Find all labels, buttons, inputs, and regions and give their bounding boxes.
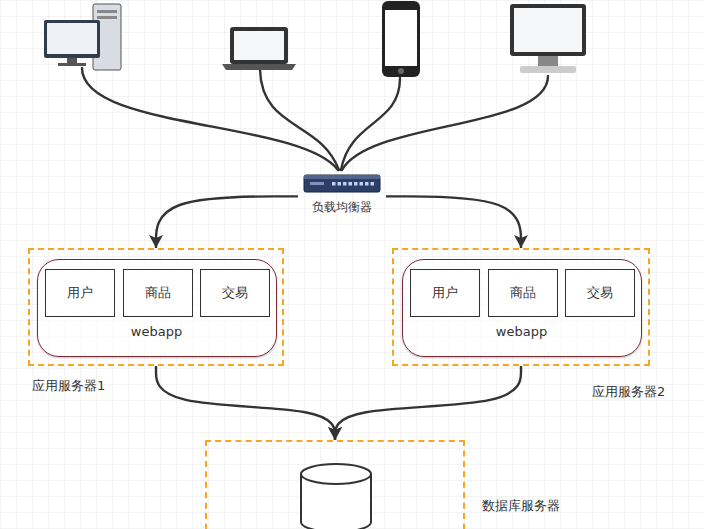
- monitor: [510, 4, 586, 73]
- webapp-box: webapp 用户 商品 交易: [37, 259, 277, 357]
- module-label: 用户: [67, 285, 93, 301]
- webapp-box: webapp 用户 商品 交易: [402, 259, 642, 357]
- module-label: 用户: [432, 285, 458, 301]
- server-group: 应用服务器1webapp用户商品交易: [28, 248, 284, 366]
- module-label: 商品: [510, 285, 536, 301]
- database-server: 数据库服务器: [205, 440, 465, 529]
- connector-arrow: [156, 196, 298, 248]
- load-balancer: 负载均衡器: [298, 170, 386, 218]
- module-label: 交易: [222, 285, 248, 301]
- smartphone: [382, 1, 420, 77]
- module-box: 交易: [565, 269, 635, 317]
- desktop-pc: [44, 4, 121, 70]
- connector-arrow: [335, 366, 521, 440]
- module-label: 商品: [145, 285, 171, 301]
- module-box: 交易: [200, 269, 270, 317]
- connector-arrow: [156, 366, 335, 440]
- node-label: webapp: [38, 324, 275, 340]
- server-group: 应用服务器2webapp用户商品交易: [392, 248, 650, 366]
- database-cylinder: [299, 462, 373, 529]
- module-box: 商品: [123, 269, 193, 317]
- module-box: 用户: [410, 269, 480, 317]
- node-label: 应用服务器1: [32, 378, 105, 394]
- module-box: 用户: [45, 269, 115, 317]
- module-box: 商品: [488, 269, 558, 317]
- connector-arrow: [386, 196, 521, 248]
- switch-icon: [302, 172, 382, 194]
- node-label: webapp: [403, 324, 640, 340]
- node-label: 负载均衡器: [298, 200, 386, 214]
- client-wires: [82, 68, 548, 170]
- module-label: 交易: [587, 285, 613, 301]
- node-label: 数据库服务器: [482, 498, 560, 514]
- laptop: [222, 27, 296, 70]
- node-label: 应用服务器2: [592, 384, 665, 400]
